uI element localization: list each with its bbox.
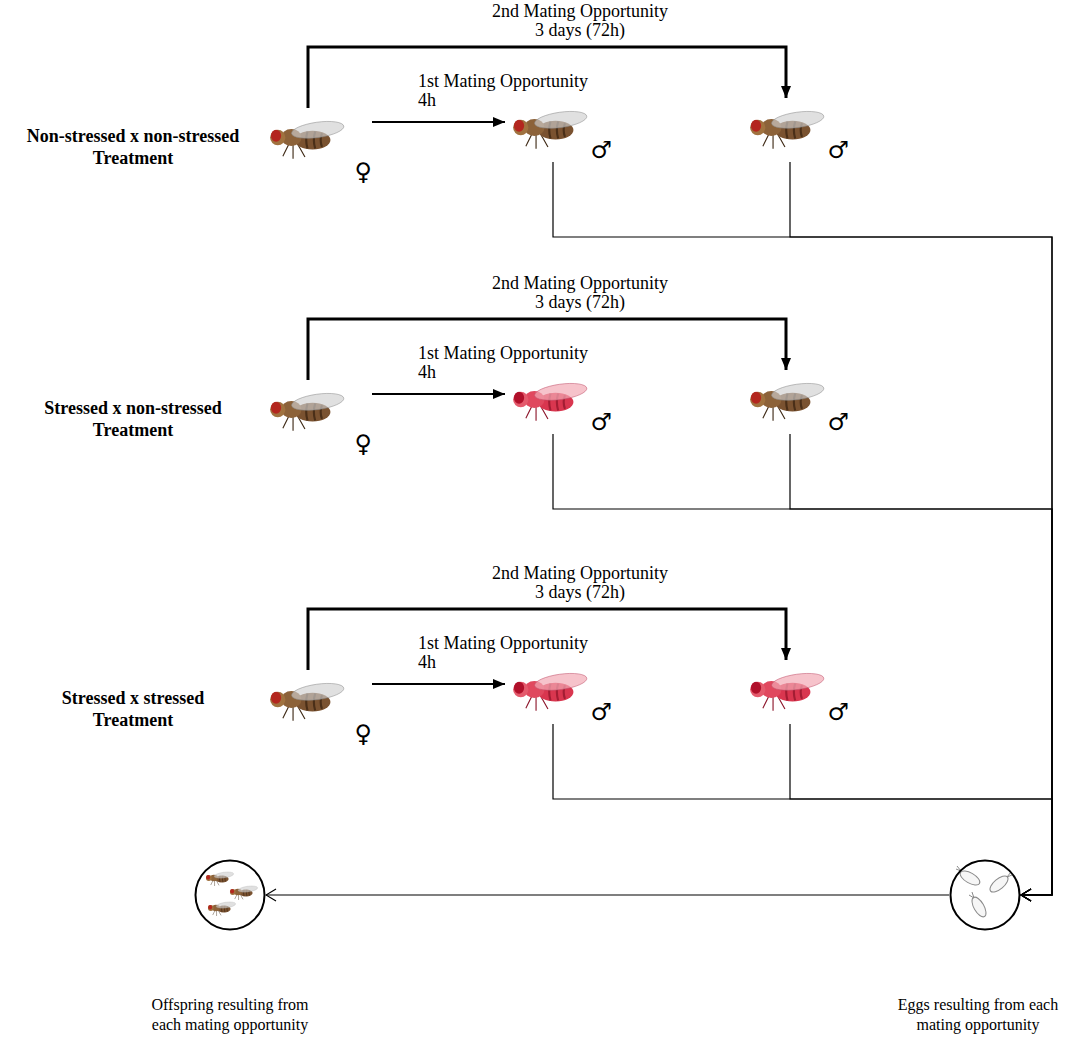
stressed-male-fly	[750, 671, 825, 711]
label-holder: Stressed x stressed Treatment	[43, 687, 223, 731]
fly-node: ♂	[742, 98, 849, 162]
fly-node: ♂	[742, 370, 849, 434]
label-holder: Stressed x non-stressed Treatment	[23, 397, 243, 441]
label-holder: Non-stressed x non-stressed Treatment	[8, 125, 258, 169]
female-fly	[270, 681, 345, 721]
sex-symbol: ♀	[354, 160, 372, 184]
connector-arrow	[553, 162, 1052, 895]
treatment-label: Stressed x stressed Treatment	[43, 687, 223, 731]
connector-arrow	[372, 121, 505, 123]
mating-label: 1st Mating Opportunity 4h	[418, 634, 594, 672]
mating-label: 2nd Mating Opportunity 3 days (72h)	[491, 564, 669, 602]
fly-node: ♀	[262, 670, 372, 746]
connector-arrow	[266, 894, 949, 895]
sex-symbol: ♀	[354, 432, 372, 456]
mating-label: 2nd Mating Opportunity 3 days (72h)	[491, 2, 669, 40]
stressed-male-fly	[513, 381, 588, 421]
circle-outline	[951, 861, 1020, 930]
egg	[969, 895, 989, 919]
edge-label-holder: 2nd Mating Opportunity 3 days (72h)	[491, 274, 669, 312]
treatment-label: Non-stressed x non-stressed Treatment	[8, 125, 258, 169]
offspring-fly	[208, 901, 236, 916]
fly-node: ♂	[505, 660, 612, 724]
sex-symbol: ♂	[590, 700, 612, 724]
caption-holder: Offspring resulting from each mating opp…	[143, 995, 317, 1035]
circle-outline	[194, 859, 266, 931]
egg-filament	[956, 866, 1012, 898]
offspring-fly	[206, 871, 234, 886]
treatment-label: Stressed x non-stressed Treatment	[23, 397, 243, 441]
egg-group	[956, 866, 1012, 919]
fly-node: ♂	[505, 370, 612, 434]
circle-node: Eggs resulting from each mating opportun…	[949, 859, 1021, 931]
male-fly	[513, 109, 588, 149]
fly-node: ♀	[262, 380, 372, 456]
stressed-male-fly	[513, 671, 588, 711]
connector-arrow	[790, 162, 1052, 895]
edge-label-holder: 2nd Mating Opportunity 3 days (72h)	[491, 2, 669, 40]
sex-symbol: ♂	[827, 138, 849, 162]
circle-node: Offspring resulting from each mating opp…	[194, 859, 266, 931]
offspring-fly	[230, 885, 258, 900]
sex-symbol: ♂	[827, 410, 849, 434]
fly-node: ♂	[742, 660, 849, 724]
connector-arrow	[790, 724, 1052, 895]
node-caption: Offspring resulting from each mating opp…	[143, 995, 317, 1035]
edge-label-holder: 1st Mating Opportunity 4h	[418, 344, 594, 382]
egg	[958, 868, 982, 888]
edge-label-holder: 2nd Mating Opportunity 3 days (72h)	[491, 564, 669, 602]
male-fly	[750, 381, 825, 421]
female-fly	[270, 119, 345, 159]
edge-label-holder: 1st Mating Opportunity 4h	[418, 72, 594, 110]
node-caption: Eggs resulting from each mating opportun…	[893, 995, 1063, 1035]
sex-symbol: ♂	[590, 410, 612, 434]
fly-node: ♀	[262, 108, 372, 184]
fly-node: ♂	[505, 98, 612, 162]
male-fly	[750, 109, 825, 149]
connector-arrow	[372, 393, 505, 395]
sex-symbol: ♂	[827, 700, 849, 724]
mating-label: 2nd Mating Opportunity 3 days (72h)	[491, 274, 669, 312]
mating-label: 1st Mating Opportunity 4h	[418, 72, 594, 110]
circle-outline	[949, 859, 1021, 931]
connector-arrow	[553, 434, 1052, 895]
sex-symbol: ♂	[590, 138, 612, 162]
edge-label-holder: 1st Mating Opportunity 4h	[418, 634, 594, 672]
mating-label: 1st Mating Opportunity 4h	[418, 344, 594, 382]
connector-arrow	[553, 724, 1052, 895]
female-fly	[270, 391, 345, 431]
circle-outline	[196, 861, 265, 930]
sex-symbol: ♀	[354, 722, 372, 746]
caption-holder: Eggs resulting from each mating opportun…	[893, 995, 1063, 1035]
connector-arrow	[372, 683, 505, 685]
connector-arrow	[790, 434, 1052, 895]
